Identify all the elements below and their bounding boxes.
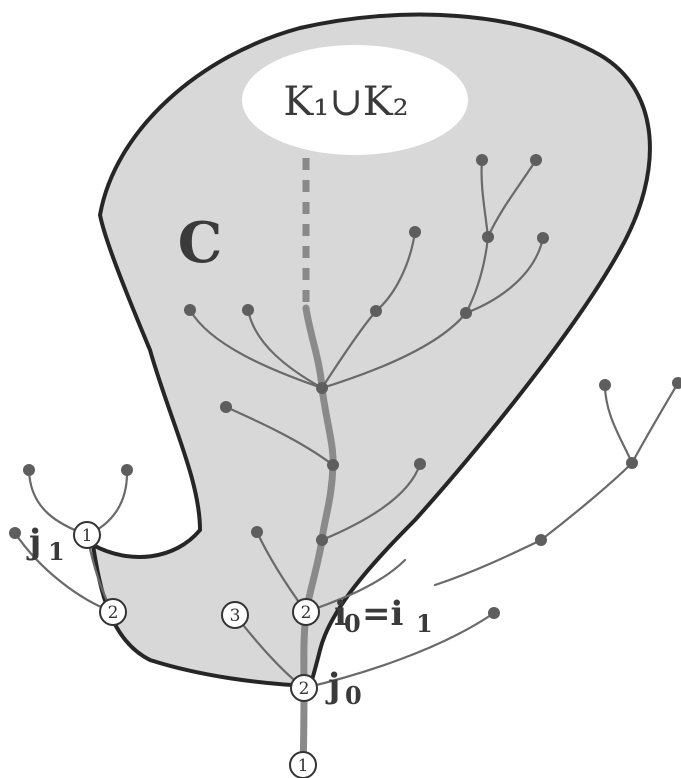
- circled-node-j0: 2: [290, 674, 318, 702]
- node-dot: [460, 307, 472, 319]
- node-dot: [599, 379, 611, 391]
- node-dot: [316, 382, 328, 394]
- branch-to-415: [374, 230, 417, 313]
- node-dot: [370, 305, 382, 317]
- circled-node-bottom: 1: [289, 751, 317, 778]
- node-dot: [488, 607, 500, 619]
- node-dot: [316, 534, 328, 546]
- hole-label: K₁∪K₂: [283, 79, 408, 125]
- circled-number: 3: [230, 606, 241, 626]
- branch-to-376: [320, 309, 378, 390]
- branch-j0-right: [302, 611, 496, 690]
- node-dots: [9, 154, 681, 619]
- node-dot: [220, 401, 232, 413]
- node-dot: [672, 377, 681, 389]
- branch-488-left: [480, 158, 490, 239]
- node-dot: [530, 154, 542, 166]
- node-dot: [121, 464, 133, 476]
- circled-node-three: 3: [221, 601, 249, 629]
- label-j1: j 1: [26, 522, 65, 566]
- node-dot: [626, 457, 638, 469]
- branch-488-right: [486, 158, 538, 239]
- node-dot: [537, 232, 549, 244]
- branch-to-420: [320, 462, 422, 542]
- label-j0-main: j: [325, 666, 340, 706]
- circled-number: 2: [301, 603, 312, 623]
- node-dot: [327, 459, 339, 471]
- branch-466-right: [464, 236, 545, 315]
- label-j1-main: j: [26, 522, 41, 562]
- label-eq-i1: =i: [362, 594, 403, 634]
- circled-number: 2: [108, 603, 119, 623]
- branch-left-mid: [246, 308, 324, 390]
- region-c: [90, 12, 652, 689]
- circled-nodes: 1 2 2 3 2 1: [73, 521, 320, 778]
- circled-number: 2: [299, 679, 310, 699]
- region-label: C: [178, 210, 223, 276]
- branch-left-top: [188, 308, 324, 390]
- branch-long-right: [433, 538, 543, 587]
- label-j1-sub: 1: [48, 537, 65, 566]
- branch-long-right-2: [539, 461, 634, 542]
- circled-node-j1: 1: [73, 521, 101, 549]
- node-dot: [476, 154, 488, 166]
- node-dot: [409, 226, 421, 238]
- branches: [13, 158, 680, 690]
- branch-to-466: [320, 311, 468, 390]
- hole-k1-k2: [242, 45, 468, 155]
- node-dot: [482, 231, 494, 243]
- label-j0: j 0: [325, 666, 362, 710]
- branch-to-226: [224, 405, 335, 467]
- circled-node-i0: 2: [292, 598, 320, 626]
- node-dot: [414, 458, 426, 470]
- branch-466-up: [464, 235, 490, 315]
- node-dot: [9, 527, 21, 539]
- circled-node-left-two: 2: [99, 598, 127, 626]
- circled-number: 1: [298, 756, 309, 776]
- label-i0-main: i: [334, 594, 347, 634]
- node-dot: [242, 304, 254, 316]
- label-i0-sub: 0: [344, 609, 361, 638]
- label-j0-sub: 0: [345, 681, 362, 710]
- label-i0-eq-i1: i 0 =i 1: [334, 594, 433, 638]
- node-dot: [184, 304, 196, 316]
- branch-632-up: [603, 383, 634, 465]
- circled-number: 1: [82, 526, 93, 546]
- branch-632-right: [630, 381, 680, 465]
- node-dot: [23, 464, 35, 476]
- node-dot: [535, 534, 547, 546]
- label-i1-sub: 1: [416, 609, 433, 638]
- node-dot: [251, 526, 263, 538]
